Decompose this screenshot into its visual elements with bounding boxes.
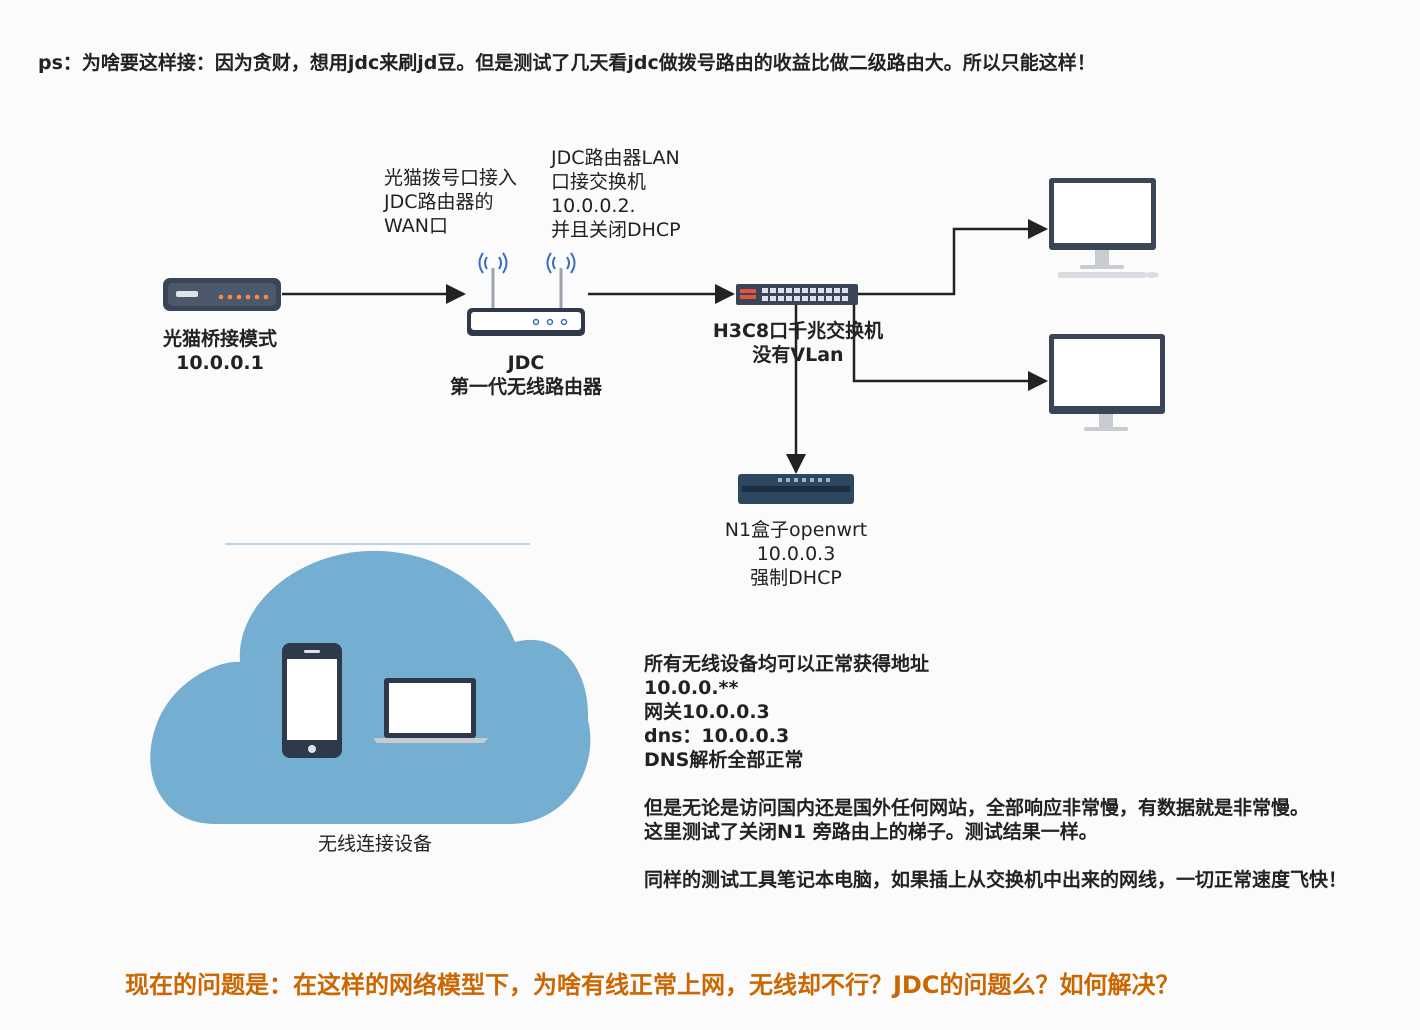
modem-icon [163,278,281,311]
edge-switch-pc1 [855,219,1048,296]
n1-box-icon [738,474,854,504]
bottom-question: 现在的问题是：在这样的网络模型下，为啥有线正常上网，无线却不行？JDC的问题么？… [125,971,1180,999]
annotation-modem-to-router: 光猫拨号口接入 JDC路由器的 WAN口 [384,167,518,237]
smartphone-icon [282,643,342,758]
desktop-monitor-icon [1049,178,1159,278]
modem-label: 光猫桥接模式 10.0.0.1 [162,328,277,374]
switch-icon [736,284,858,305]
wifi-icon [478,252,576,274]
cloud-label: 无线连接设备 [317,833,432,855]
router-label: JDC 第一代无线路由器 [449,352,602,398]
desktop-monitor-icon [1049,334,1165,431]
switch-label: H3C8口千兆交换机 没有VLan [712,320,884,366]
n1-box-label: N1盒子openwrt 10.0.0.3 强制DHCP [724,519,868,589]
router-icon [467,252,585,336]
wireless-cloud-icon [150,543,591,824]
annotation-router-to-switch: JDC路由器LAN 口接交换机 10.0.0.2. 并且关闭DHCP [551,147,681,241]
edge-switch-pc2 [852,300,1048,391]
laptop-icon [373,678,488,743]
header-note: ps：为啥要这样接：因为贪财，想用jdc来刷jd豆。但是测试了几天看jdc做拨号… [38,52,1096,74]
wireless-info-note: 所有无线设备均可以正常获得地址 10.0.0.** 网关10.0.0.3 dns… [644,653,1348,891]
